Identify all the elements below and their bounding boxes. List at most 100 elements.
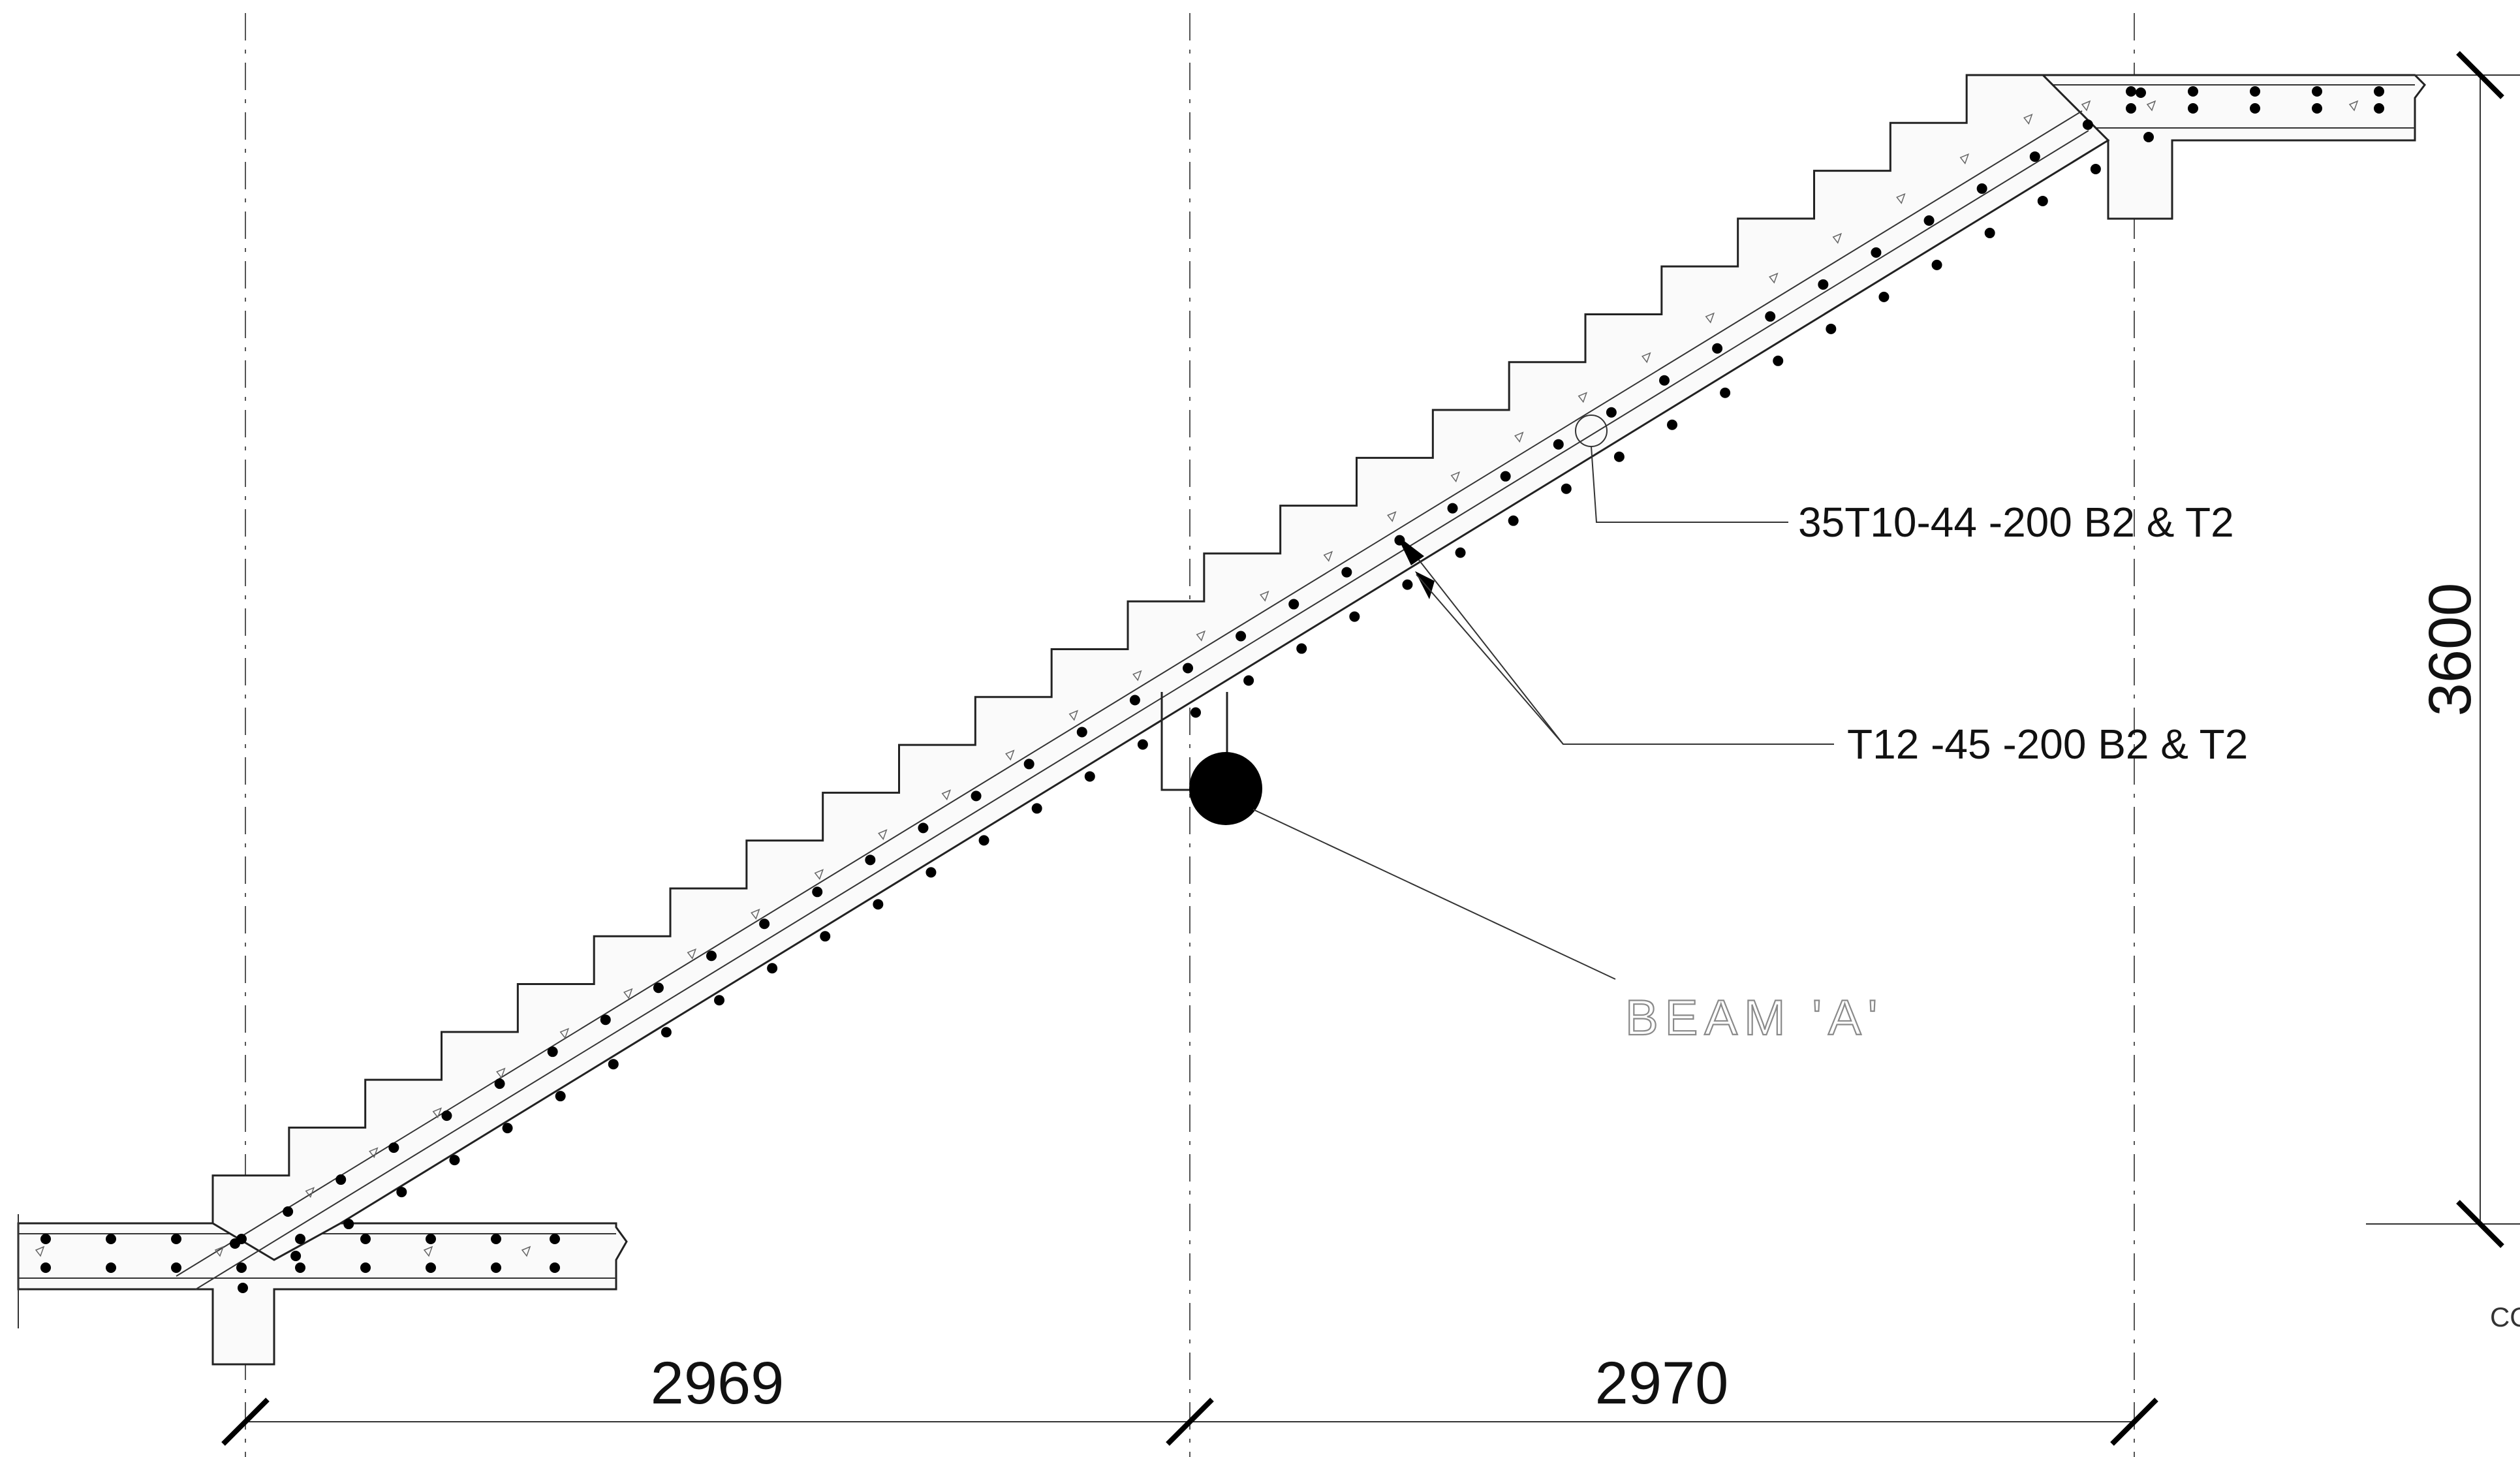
aggregate-mark	[496, 1067, 506, 1079]
waist-bottom-reinforcement-line	[195, 130, 2089, 1290]
rebar-dot	[926, 867, 937, 878]
rebar-dot	[2312, 86, 2322, 97]
rebar-dot	[2143, 132, 2154, 142]
beam-a-section	[1189, 752, 1262, 825]
rebar-dot	[238, 1283, 248, 1293]
rebar-dot	[1561, 483, 1572, 494]
aggregate-mark	[1387, 511, 1397, 522]
rebar-dot	[2312, 103, 2322, 114]
rebar-dot	[2374, 86, 2384, 97]
rebar-dot	[1129, 695, 1140, 706]
rebar-dot	[1183, 663, 1193, 674]
rebar-dot	[550, 1234, 560, 1244]
rebar-dot	[1553, 439, 1564, 450]
rebar-dot	[502, 1123, 513, 1134]
dim-tick-bottom	[2456, 1200, 2504, 1248]
aggregate-mark	[1450, 471, 1461, 483]
rebar-dot	[1878, 291, 1890, 302]
aggregate-mark	[432, 1107, 443, 1119]
aggregate-mark	[751, 908, 760, 920]
dimension-rise: 3600	[2417, 583, 2483, 717]
rebar-dot	[706, 950, 717, 962]
aggregate-mark	[623, 988, 633, 999]
rebar-dot	[335, 1174, 347, 1185]
beam-a-label: BEAM 'A'	[1625, 990, 1884, 1046]
beam-a-leader	[1252, 809, 1616, 980]
rebar-dot	[1341, 567, 1352, 578]
rebar-dot	[2374, 103, 2384, 114]
aggregate-mark	[2081, 100, 2091, 112]
rebar-dot	[343, 1219, 354, 1230]
rebar-dot	[360, 1234, 371, 1244]
aggregate-mark	[423, 1246, 433, 1257]
dimension-run-left: 2969	[651, 1350, 785, 1417]
aggregate-mark	[1132, 670, 1142, 682]
rebar-dot	[2082, 119, 2093, 130]
aggregate-mark	[687, 948, 697, 960]
aggregate-mark	[35, 1246, 45, 1257]
rebar-dot	[106, 1262, 116, 1273]
rebar-dot	[1720, 387, 1731, 398]
rebar-dot	[1076, 727, 1087, 738]
rebar-dot	[388, 1142, 399, 1153]
aggregate-mark	[559, 1027, 570, 1039]
callout-1-leader	[1591, 446, 1788, 523]
rebar-dot	[1871, 247, 1882, 258]
rebar-dot	[1031, 803, 1042, 814]
rebar-dot	[1455, 547, 1466, 558]
rebar-dot	[767, 963, 778, 974]
rebar-dot	[661, 1027, 672, 1038]
rebar-dot	[1613, 451, 1625, 462]
rebar-dot	[426, 1262, 436, 1273]
rebar-dot	[918, 822, 929, 834]
rebar-dot	[40, 1234, 51, 1244]
rebar-dot	[236, 1234, 247, 1244]
aggregate-mark	[1896, 193, 1906, 204]
dim-tick-right	[2110, 1398, 2158, 1446]
dim-tick-top	[2456, 51, 2504, 99]
rebar-dot	[550, 1262, 560, 1273]
rebar-dot	[2250, 86, 2260, 97]
rebar-dots	[40, 86, 2384, 1293]
rebar-dot	[40, 1262, 51, 1273]
aggregate-mark	[2023, 114, 2033, 125]
edge-text: CO	[2490, 1302, 2520, 1332]
concrete-hatch	[35, 100, 2359, 1257]
rebar-dot	[547, 1046, 558, 1058]
rebar-dot	[236, 1262, 247, 1273]
rebar-dot	[865, 854, 876, 866]
rebar-dot	[1923, 215, 1935, 226]
rebar-dot	[295, 1262, 305, 1273]
aggregate-mark	[1832, 232, 1843, 244]
rebar-dot	[290, 1251, 302, 1262]
aggregate-mark	[814, 869, 824, 880]
upper-landing-slab	[2042, 74, 2426, 220]
rebar-dot	[494, 1078, 505, 1089]
horizontal-dimension: 2969 2970	[221, 1350, 2158, 1446]
aggregate-mark	[305, 1187, 315, 1198]
callout-2-leader	[1409, 548, 1834, 745]
rebar-dot	[608, 1059, 619, 1070]
rebar-dot	[396, 1187, 407, 1198]
rebar-dot	[1349, 611, 1360, 622]
rebar-dot	[978, 835, 989, 846]
aggregate-mark	[2348, 100, 2359, 112]
aggregate-mark	[1068, 710, 1079, 721]
rebar-dot	[1288, 599, 1299, 610]
rebar-dot	[600, 1014, 611, 1026]
aggregate-mark	[1705, 312, 1715, 324]
aggregate-mark	[369, 1147, 379, 1159]
rebar-dot	[1296, 643, 1307, 654]
rebar-dot	[2250, 103, 2260, 114]
rebar-dot	[1236, 631, 1247, 642]
rebar-dot	[759, 918, 770, 930]
rebar-dot	[106, 1234, 116, 1244]
rebar-dot	[1712, 343, 1723, 354]
rebar-dot	[449, 1155, 460, 1166]
rebar-dot	[714, 995, 724, 1006]
rebar-dot	[1984, 227, 1995, 238]
aggregate-mark	[1578, 392, 1588, 403]
aggregate-mark	[2146, 100, 2156, 112]
rebar-dot	[555, 1091, 566, 1102]
aggregate-mark	[214, 1246, 225, 1257]
